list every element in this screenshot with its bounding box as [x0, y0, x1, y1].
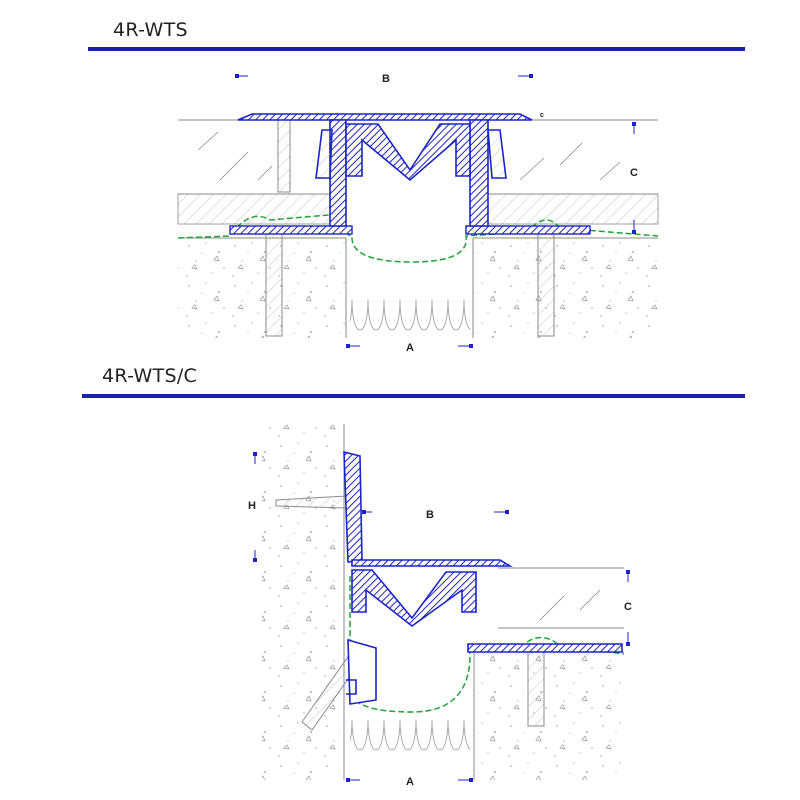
dimension-label-b: B	[382, 73, 390, 85]
concrete-substrate-left	[178, 238, 346, 338]
dimension-label-c-2: C	[624, 601, 632, 613]
dimension-a-2: A	[346, 776, 473, 788]
expansion-joint-profile-wall	[343, 450, 623, 705]
waterproof-membrane	[177, 213, 659, 263]
base-plate-left	[229, 225, 353, 235]
section-title-4r-wts: 4R-WTS	[113, 19, 188, 41]
insulation-filler-2	[350, 716, 470, 778]
section-rule-4r-wts-c	[82, 394, 745, 398]
expansion-joint-profile	[237, 113, 533, 227]
dimension-a: A	[346, 342, 473, 354]
anchor-bolt-left	[265, 227, 283, 337]
detail-4r-wts-c: H B C A	[248, 424, 632, 788]
dimension-label-b-2: B	[426, 509, 434, 521]
dimension-h: H	[248, 452, 257, 562]
dimension-c-2: C	[624, 570, 632, 646]
section-rule-4r-wts	[88, 47, 745, 51]
dimension-label-small-c: c	[540, 112, 544, 119]
detail-4r-wts: B c C A	[177, 73, 659, 354]
dimension-c: C	[630, 122, 638, 234]
dimension-b: B	[235, 73, 533, 85]
waterproof-membrane-2	[349, 576, 625, 713]
section-title-4r-wts-c: 4R-WTS/C	[102, 365, 198, 387]
anchor-bolt-top	[277, 117, 291, 193]
dimension-b-2: B	[362, 509, 509, 521]
concrete-wall	[262, 424, 344, 780]
anchor-bolt-floor	[527, 643, 545, 727]
base-plate-right	[465, 225, 591, 235]
anchor-bolt-right	[537, 227, 555, 337]
concrete-substrate-right	[473, 238, 658, 338]
concrete-floor-right	[474, 652, 624, 780]
dimension-label-h: H	[248, 500, 256, 512]
dimension-label-a-2: A	[406, 776, 414, 788]
dimension-label-c: C	[630, 167, 638, 179]
insulation-filler	[350, 280, 470, 336]
dimension-label-a: A	[406, 342, 414, 354]
